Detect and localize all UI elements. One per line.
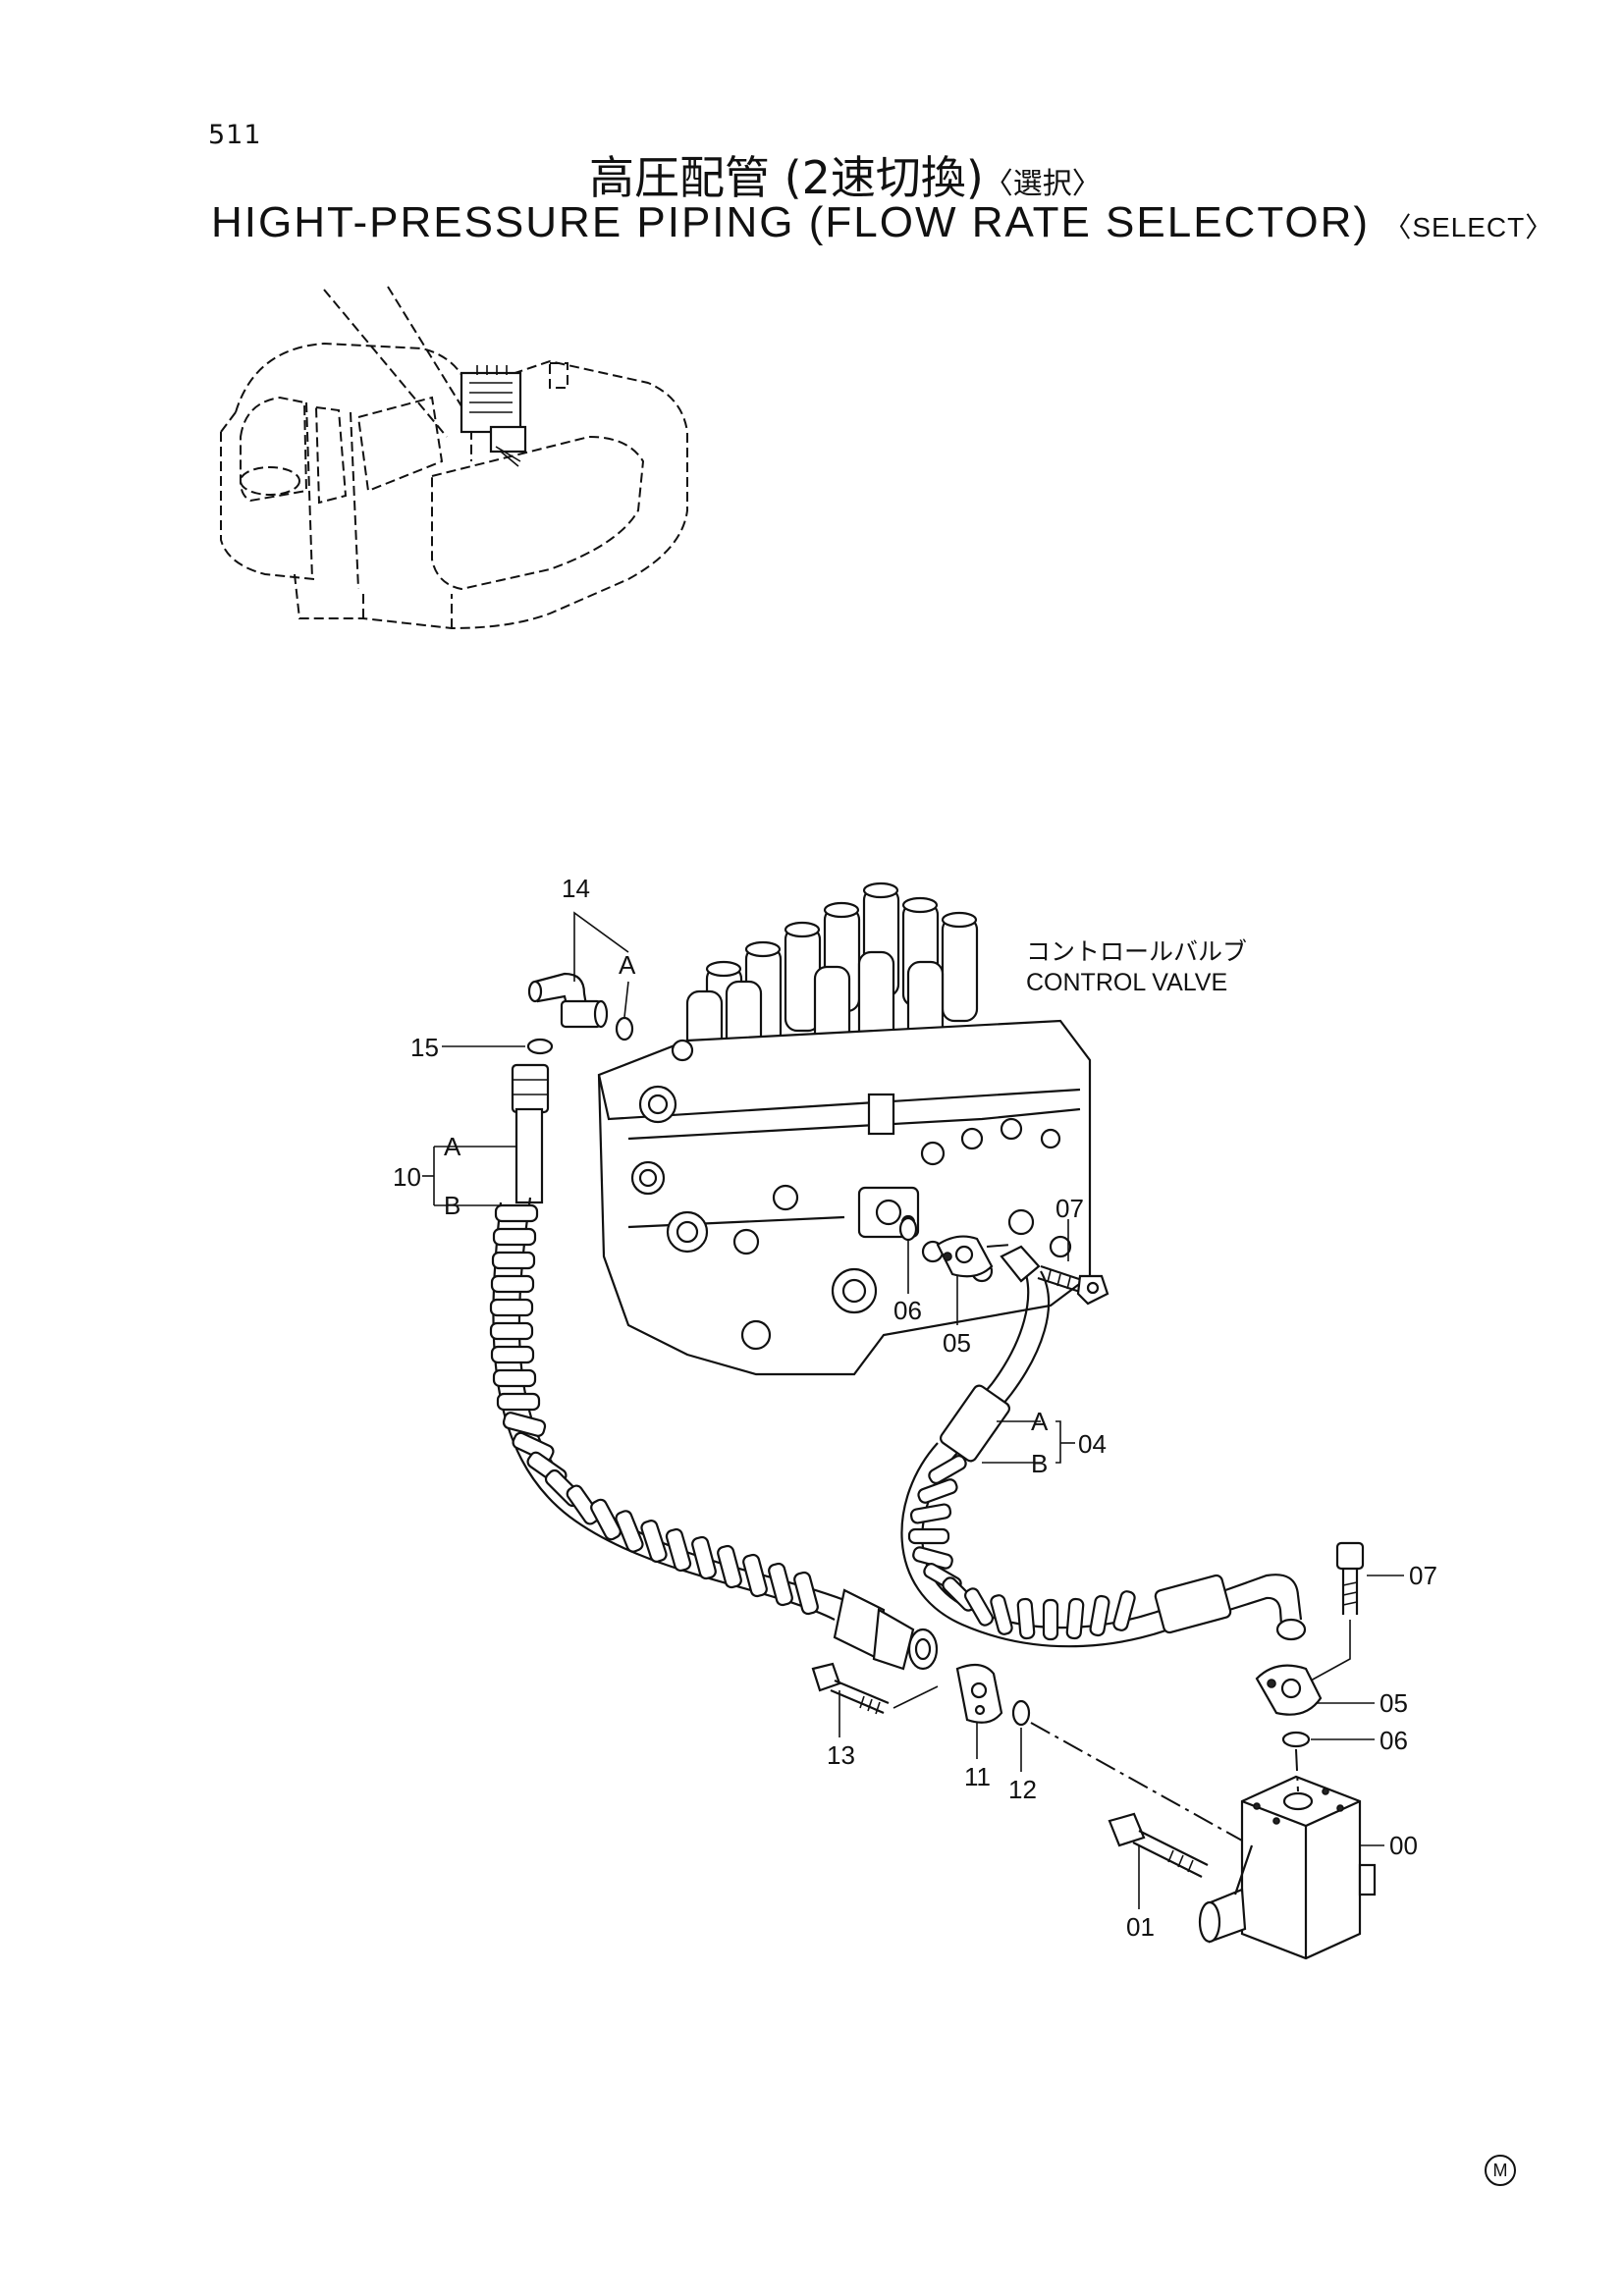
page-number: 511 (208, 120, 262, 150)
part-10-hose (489, 1063, 939, 1671)
part-05-flange-top (936, 1235, 994, 1278)
part-13-bolt (811, 1662, 890, 1715)
part-12-oring (1011, 1699, 1031, 1727)
callout-04-b: B (1031, 1449, 1049, 1478)
callout-14: 14 (562, 874, 590, 903)
callout-00: 00 (1389, 1831, 1418, 1860)
title-en-suffix: 〈SELECT〉 (1383, 212, 1554, 242)
part-04-hose (900, 1245, 1307, 1648)
callout-06-right: 06 (1380, 1726, 1408, 1755)
callout-05-top: 05 (943, 1328, 971, 1358)
corner-mark: M (1485, 2155, 1516, 2186)
part-06-oring-right (1281, 1731, 1311, 1748)
control-valve-label: コントロールバルブ CONTROL VALVE (1026, 937, 1247, 999)
title-jp-main: 高圧配管 (2速切換) (589, 151, 984, 204)
title-en-main: HIGHT-PRESSURE PIPING (FLOW RATE SELECTO… (211, 198, 1371, 246)
part-01-bolt (1108, 1812, 1209, 1878)
control-valve (597, 881, 1092, 1376)
callout-10-a: A (444, 1132, 461, 1161)
control-valve-label-en: CONTROL VALVE (1026, 969, 1228, 997)
title-jp-suffix: 〈選択〉 (983, 167, 1102, 201)
callout-10-b: B (444, 1191, 461, 1220)
callout-07-right: 07 (1409, 1561, 1437, 1590)
part-00-selector-valve (1198, 1775, 1377, 1960)
part-07-bolt-right (1335, 1541, 1365, 1615)
part-11-flange (955, 1663, 1003, 1724)
callout-13: 13 (827, 1740, 855, 1770)
callout-06-top: 06 (893, 1296, 922, 1325)
callout-15: 15 (410, 1033, 439, 1062)
excavator-overview (220, 286, 688, 630)
part-06-oring-top (898, 1216, 918, 1242)
callout-10: 10 (393, 1162, 421, 1192)
callout-04-a: A (1031, 1407, 1049, 1436)
leader-lines (422, 911, 1404, 1909)
part-07-bolt-top (1037, 1264, 1109, 1306)
oring-14a (615, 1016, 634, 1041)
page-title-jp: 高圧配管 (2速切換)〈選択〉 (589, 142, 1102, 207)
part-15-oring (526, 1038, 554, 1055)
part-05-flange-right (1255, 1664, 1323, 1716)
control-valve-label-jp: コントロールバルブ (1026, 938, 1248, 966)
callout-12: 12 (1008, 1775, 1037, 1804)
callout-01: 01 (1126, 1912, 1155, 1942)
callout-05-right: 05 (1380, 1688, 1408, 1718)
page-title-en: HIGHT-PRESSURE PIPING (FLOW RATE SELECTO… (211, 198, 1553, 247)
part-14-elbow (527, 972, 609, 1029)
callout-14-a: A (619, 950, 636, 980)
callout-07-top: 07 (1055, 1194, 1084, 1223)
callout-04: 04 (1078, 1429, 1107, 1459)
callout-11: 11 (964, 1762, 991, 1791)
